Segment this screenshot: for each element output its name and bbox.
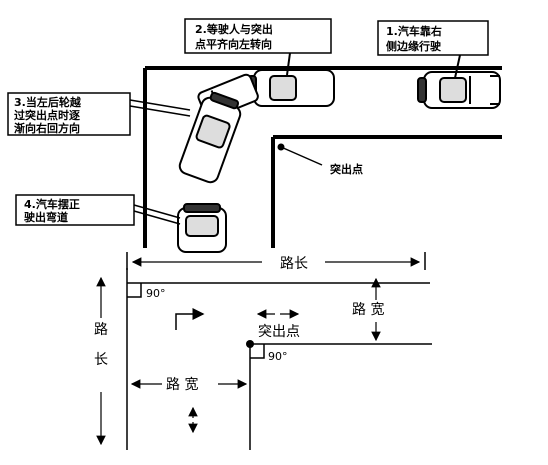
step3-line3: 渐向右回方向	[14, 121, 80, 135]
car-1	[417, 71, 501, 109]
top-point-label: 突出点	[330, 162, 363, 176]
turn-arrow	[175, 308, 205, 330]
top-road	[143, 66, 502, 248]
right-angle-bottom	[250, 344, 265, 359]
bottom-protrusion-point	[246, 340, 254, 348]
road-length-left-char1: 路	[94, 322, 108, 338]
step3-box: 3.当左后轮越 过突出点时逐 渐向右回方向	[7, 92, 131, 136]
angle-bottom-label: 90°	[268, 350, 288, 363]
bottom-point-label: 突出点	[258, 324, 300, 340]
step3-leader-a	[129, 99, 191, 111]
step1-leader	[454, 54, 461, 79]
step4-line2: 驶出弯道	[24, 210, 68, 224]
car-2	[197, 69, 335, 120]
step4-leader-b	[133, 210, 181, 225]
step4-leader-a	[133, 204, 181, 219]
step4-line1: 4.汽车摆正	[24, 197, 80, 211]
step2-box: 2.等驶人与突出 点平齐向左转向	[184, 18, 332, 54]
step1-line2: 侧边缘行驶	[386, 39, 442, 53]
step2-line1: 2.等驶人与突出	[195, 22, 273, 36]
step3-line1: 3.当左后轮越	[14, 95, 82, 109]
car-3	[178, 91, 242, 184]
bottom-road	[126, 252, 432, 450]
step1-line1: 1.汽车靠右	[386, 24, 442, 38]
step4-box: 4.汽车摆正 驶出弯道	[15, 194, 135, 226]
road-width-right-label: 路 宽	[352, 301, 384, 318]
step3-line2: 过突出点时逐	[14, 108, 80, 122]
step2-leader	[286, 52, 291, 76]
right-angle-top	[127, 283, 142, 298]
road-length-left-char2: 长	[94, 352, 108, 368]
road-length-top-label: 路长	[280, 256, 308, 272]
road-width-bottom-label: 路 宽	[166, 376, 198, 393]
step2-line2: 点平齐向左转向	[195, 37, 272, 51]
angle-top-label: 90°	[146, 287, 166, 300]
step3-leader-b	[129, 105, 191, 117]
top-point-leader	[280, 146, 323, 166]
car-4	[177, 203, 227, 253]
step1-box: 1.汽车靠右 侧边缘行驶	[377, 20, 489, 56]
